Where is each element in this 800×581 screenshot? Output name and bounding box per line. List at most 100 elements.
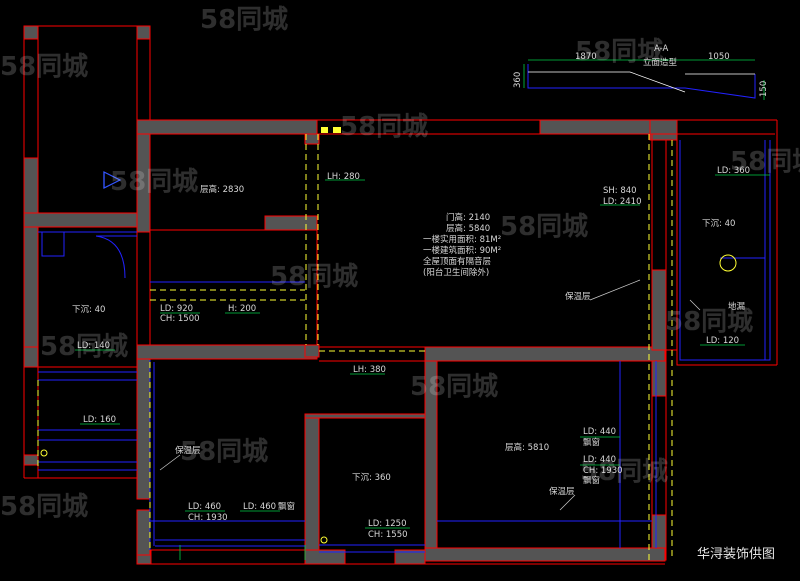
wall-segment [136, 358, 151, 500]
info-block: 门高: 2140 层高: 5840 一楼实用面积: 81M² 一楼建筑面积: 9… [423, 212, 501, 278]
watermark: 58同城 [730, 147, 800, 177]
watermark: 58同城 [270, 262, 358, 292]
section-profile [527, 64, 756, 99]
wall-segment [23, 25, 39, 40]
dim-ch1500: CH: 1500 [160, 314, 200, 324]
wall-segment [23, 157, 39, 214]
leader-line [689, 299, 701, 311]
wall-segment [304, 413, 320, 565]
section-dim-height-right: 150 [759, 81, 769, 97]
dim-lh280: LH: 280 [327, 172, 360, 182]
watermarks: 58同城 58同城 58同城 58同城 58同城 58同城 58同城 58同城 … [0, 5, 800, 522]
watermark: 58同城 [580, 457, 668, 487]
section-detail: 1870 1050 A-A 立面造型 360 150 [513, 44, 769, 100]
dim-ld160: LD: 160 [83, 415, 116, 425]
watermark: 58同城 [340, 112, 428, 142]
wall-segment [304, 344, 320, 358]
upper-left-ceiling-label: 层高: 2830 [200, 184, 244, 195]
credit-label: 华浔装饰供图 [697, 547, 775, 562]
fixture-mark [321, 127, 328, 133]
wall-segment [136, 344, 318, 360]
leader-line [559, 494, 576, 511]
dim-sh840: SH: 840 [603, 186, 637, 196]
wall-segment [651, 360, 667, 397]
dim-ld120: LD: 120 [706, 336, 739, 346]
fixture-mark [333, 127, 341, 133]
wall-segment [651, 269, 667, 351]
watermark: 58同城 [500, 212, 588, 242]
door-swing-line [95, 235, 126, 279]
watermark: 58同城 [0, 492, 88, 522]
dimension-labels: LH: 280 SH: 840 LD: 2410 LD: 360 LD: 920… [77, 166, 750, 540]
wall-segment [136, 509, 151, 556]
insulation-lower-right-label: 保温层 [549, 486, 575, 497]
section-dim-line [523, 64, 765, 100]
dim-ld460-a: LD: 460 [188, 502, 221, 512]
watermark: 58同城 [110, 167, 198, 197]
left-sink-label: 下沉: 40 [72, 305, 105, 315]
fixture-outline [41, 231, 65, 257]
drain-marker [320, 536, 328, 544]
room-labels: 层高: 2830 下沉: 40 下沉: 40 地漏 下沉: 360 层高: 58… [72, 184, 746, 483]
beam-lines [37, 134, 673, 560]
dim-ld440-b: LD: 440 [583, 455, 616, 465]
wall-segment [23, 454, 39, 466]
insulation-center-label: 保温层 [565, 291, 591, 302]
dim-ch1930-b: CH: 1930 [188, 513, 228, 523]
wall-segment [304, 413, 426, 419]
lower-right-ceiling-label: 层高: 5810 [505, 442, 549, 453]
wall-segment [304, 133, 320, 145]
wall-segment [136, 119, 318, 135]
section-dim-left: 1870 [575, 52, 597, 62]
window-line [319, 544, 425, 553]
dim-bay-window-a: 飘窗 [583, 437, 600, 448]
dim-ld140: LD: 140 [77, 341, 110, 351]
wall-segment [136, 25, 151, 40]
fixtures [40, 127, 737, 544]
watermark: 58同城 [40, 332, 128, 362]
wall-segment [23, 212, 151, 228]
watermark: 58同城 [410, 372, 498, 402]
dim-ch1930-a: CH: 1930 [583, 466, 623, 476]
dim-ld1250: LD: 1250 [368, 519, 406, 529]
window-line [38, 371, 137, 381]
insulation-lower-left-label: 保温层 [175, 445, 201, 456]
section-subtitle: 立面造型 [643, 57, 678, 68]
wall-segment [424, 547, 666, 562]
drain-marker [40, 449, 48, 457]
dimension-lines [75, 174, 770, 560]
wall-outlines [23, 25, 778, 565]
info-soundproof: 全屋顶面有隔音层 [423, 256, 491, 267]
center-sink-label: 下沉: 360 [352, 473, 391, 483]
floor-drain-label: 地漏 [728, 301, 746, 312]
dim-ld440-a: LD: 440 [583, 427, 616, 437]
window-line [155, 539, 305, 547]
dim-ld460-b: LD: 460 [243, 502, 276, 512]
wall-segment [136, 133, 151, 233]
section-dim-height-left: 360 [513, 72, 523, 88]
dim-line [179, 545, 306, 560]
window-line [679, 140, 771, 361]
wall-line [676, 140, 777, 366]
info-usable-area: 一楼实用面积: 81M² [423, 234, 501, 245]
wall-segment [23, 226, 39, 348]
wall-segment [264, 215, 318, 231]
section-profile [528, 71, 755, 93]
dim-ld920: LD: 920 [160, 304, 193, 314]
dim-lh380: LH: 380 [353, 365, 386, 375]
dim-ld360: LD: 360 [717, 166, 750, 176]
dim-bay-window-b: 飘窗 [583, 475, 600, 486]
watermark: 58同城 [180, 437, 268, 467]
info-exception: (阳台卫生间除外) [423, 267, 489, 278]
info-door-height: 门高: 2140 [446, 212, 490, 223]
info-ceiling-height: 层高: 5840 [446, 223, 490, 234]
wall-segment [649, 119, 678, 141]
insulation-labels: 保温层 保温层 保温层 [175, 291, 591, 497]
right-sink-label: 下沉: 40 [702, 219, 735, 229]
leader-lines [159, 279, 701, 511]
dim-h200: H: 200 [228, 304, 256, 314]
wall-segment [424, 346, 666, 362]
window-lines [38, 140, 771, 553]
